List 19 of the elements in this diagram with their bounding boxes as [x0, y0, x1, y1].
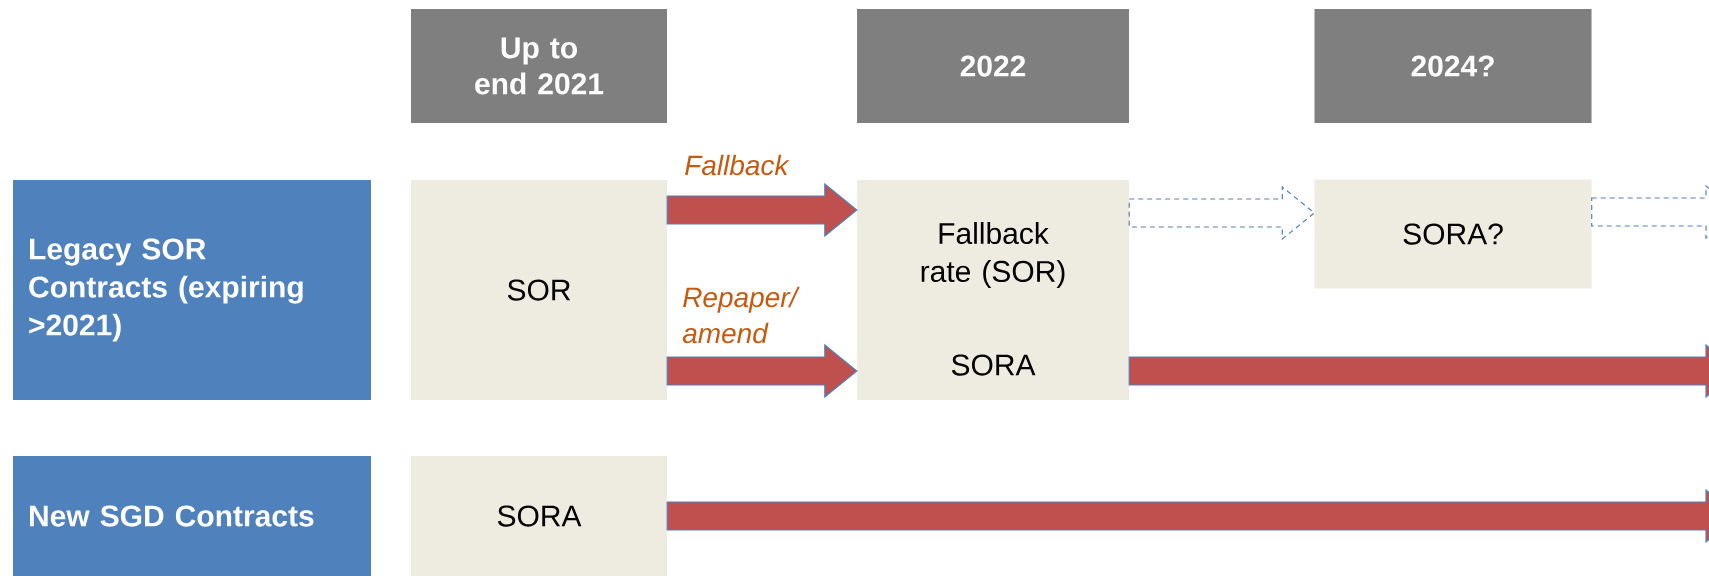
column-header: 2022: [857, 9, 1129, 123]
edge-label: Repaper/ amend: [682, 286, 800, 344]
node-label: SORA: [951, 354, 1036, 376]
cell-box: SOR: [411, 180, 667, 400]
block-arrow: [666, 488, 1709, 544]
node-label: Fallback rate (SOR): [921, 222, 1065, 288]
cell-box: SORA: [411, 456, 667, 576]
column-header: 2024?: [1314, 9, 1592, 123]
column-header: Up to end 2021: [411, 9, 667, 123]
edge-label: Fallback: [685, 154, 790, 176]
row-label-box: New SGD Contracts: [13, 456, 371, 576]
cell-box: SORA?: [1314, 179, 1592, 289]
dashed-block-arrow: [1591, 184, 1709, 240]
cell-box: SORA: [857, 330, 1129, 400]
block-arrow: [1128, 343, 1709, 399]
block-arrow: [666, 343, 858, 399]
block-arrow: [666, 182, 858, 238]
row-label-box: Legacy SOR Contracts (expiring >2021): [13, 180, 371, 400]
dashed-block-arrow: [1128, 185, 1316, 241]
